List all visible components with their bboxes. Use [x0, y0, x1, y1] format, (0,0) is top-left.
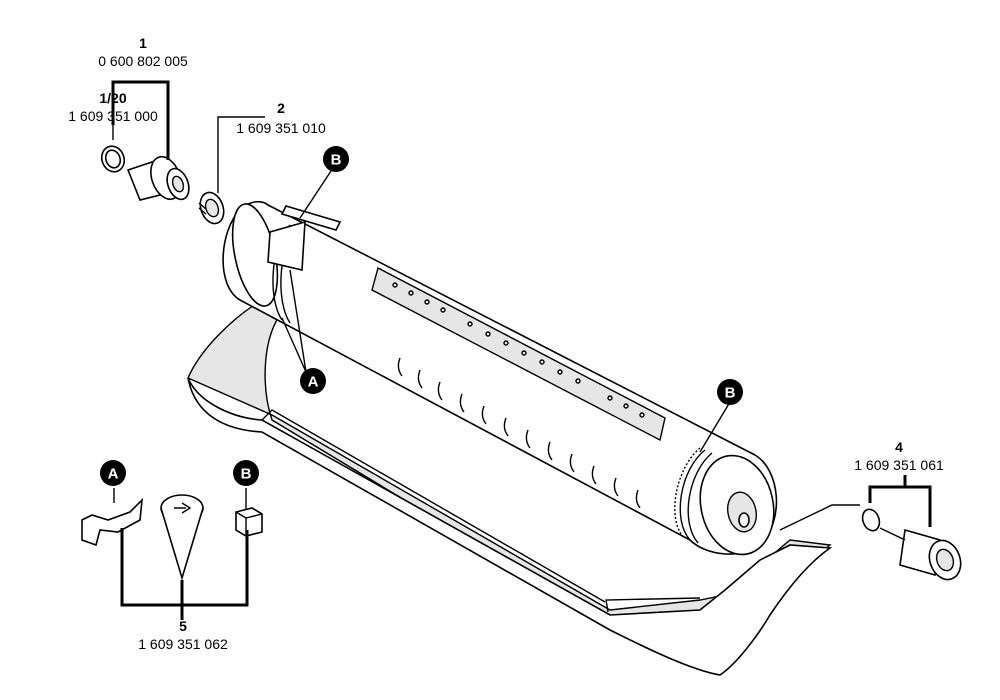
leader-part-4-cylinder — [779, 504, 860, 531]
part-1-number: 1 — [139, 35, 147, 51]
part-1-20-code: 1 609 351 000 — [68, 108, 158, 124]
clip-part-a — [81, 497, 144, 547]
label-part-1-20: 1/20 1 609 351 000 — [68, 90, 158, 124]
cone-part — [160, 494, 204, 581]
cylinder-slots — [397, 357, 641, 509]
svg-text:B: B — [241, 466, 252, 483]
svg-text:B: B — [331, 152, 342, 169]
callout-a-main: A — [300, 368, 326, 394]
bracket-part-1 — [111, 80, 170, 160]
part-4-number: 4 — [895, 439, 903, 455]
leader-b-right — [699, 401, 731, 453]
part-1-code: 0 600 802 005 — [98, 53, 188, 69]
callout-b-right: B — [717, 379, 743, 405]
part-4-code: 1 609 351 061 — [854, 457, 944, 473]
part-2-code: 1 609 351 010 — [236, 120, 326, 136]
bracket-part-4 — [868, 475, 932, 527]
label-part-2: 2 1 609 351 010 — [236, 100, 326, 136]
callout-b-top: B — [323, 146, 349, 172]
label-part-5: 5 1 609 351 062 — [138, 618, 228, 652]
label-part-4: 4 1 609 351 061 — [854, 439, 944, 473]
nozzle-holes — [392, 282, 645, 418]
bracket-part-5 — [120, 528, 249, 620]
callout-b-detail: B — [233, 460, 259, 486]
clip-part-b — [235, 507, 263, 537]
leader-a-main — [281, 269, 307, 373]
end-plug-part-4 — [861, 508, 962, 581]
leader-b-top — [299, 167, 334, 219]
hose-connector-part-1 — [100, 145, 190, 201]
svg-text:A: A — [308, 374, 319, 391]
part-2-number: 2 — [277, 100, 285, 116]
label-part-1: 1 0 600 802 005 — [98, 35, 188, 69]
sprinkler-base — [187, 299, 833, 676]
svg-text:A: A — [108, 466, 119, 483]
part-5-number: 5 — [179, 618, 187, 634]
part-5-code: 1 609 351 062 — [138, 636, 228, 652]
sprinkler-cylinder — [222, 200, 778, 556]
part-1-20-number: 1/20 — [99, 90, 126, 106]
filter-part-2 — [198, 191, 225, 225]
leader-part-2 — [217, 116, 265, 193]
callout-a-detail: A — [100, 460, 126, 486]
svg-text:B: B — [725, 385, 736, 402]
